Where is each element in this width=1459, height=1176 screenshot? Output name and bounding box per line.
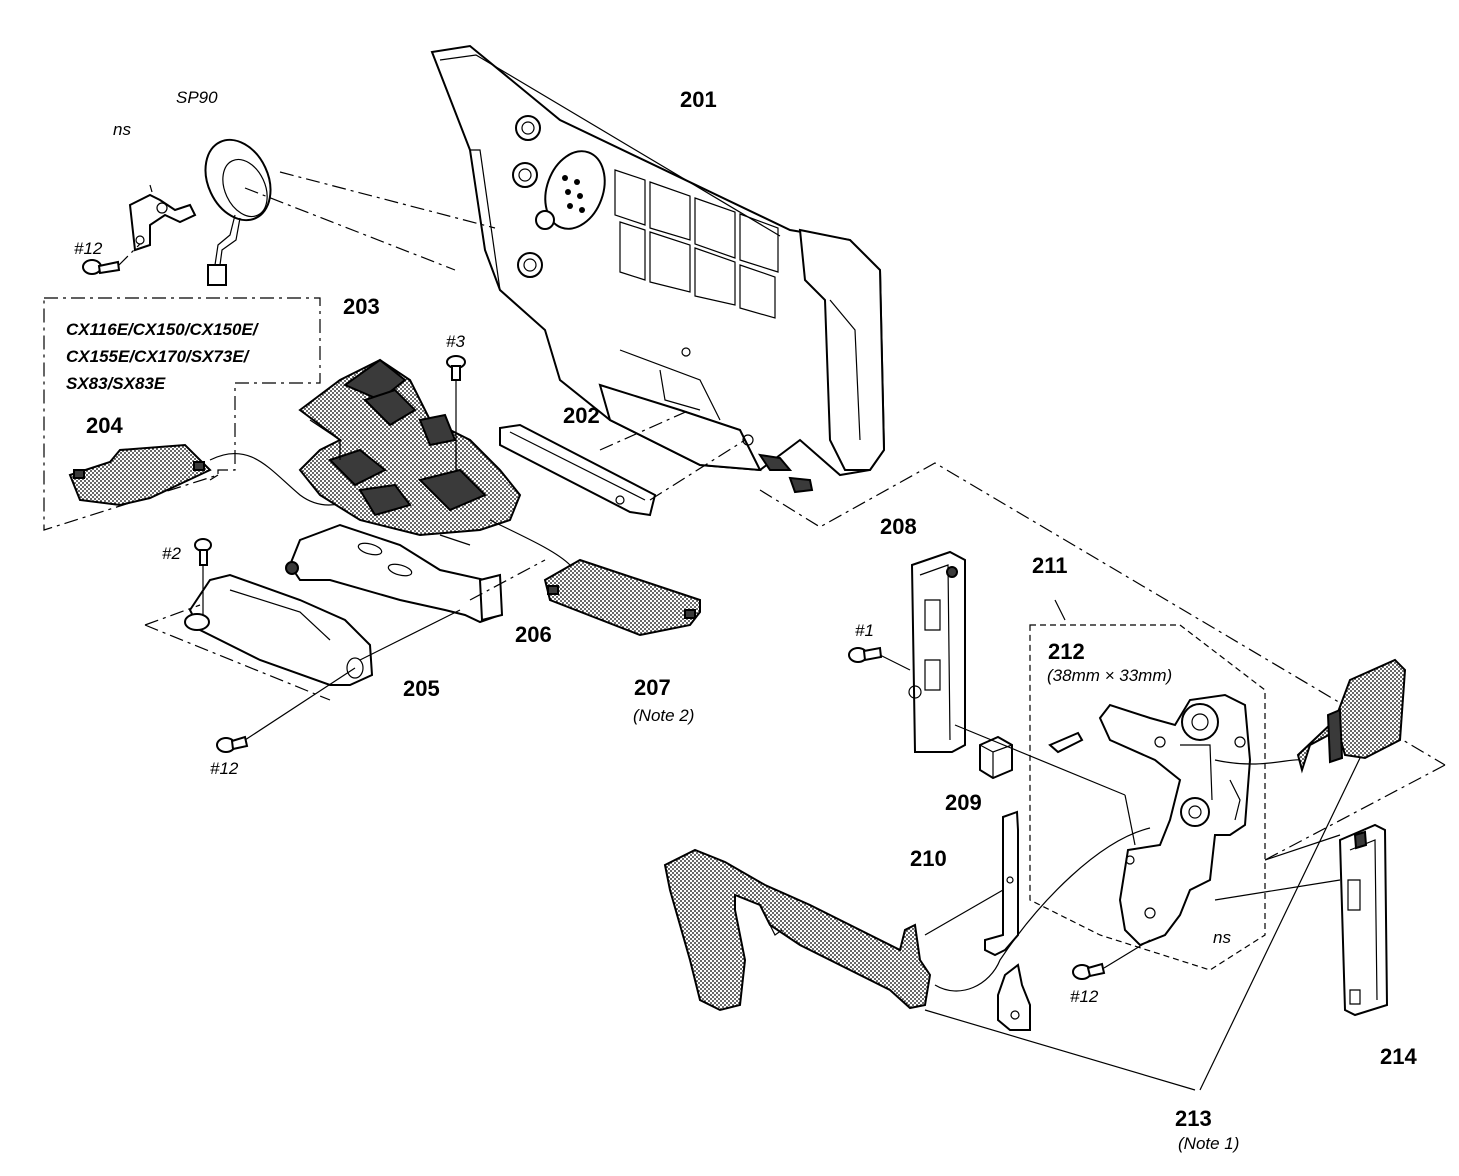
part-label-207: 207 [634, 675, 671, 700]
part-label-203: 203 [343, 294, 380, 319]
part-label-206: 206 [515, 622, 552, 647]
part-207-board [545, 560, 700, 635]
model-line-3: SX83/SX83E [66, 374, 166, 393]
label-screw-3: #3 [446, 332, 465, 351]
part-208-holder [909, 552, 965, 752]
part-204-board [70, 445, 210, 505]
hinge-group-frame [1030, 625, 1265, 970]
part-label-202: 202 [563, 403, 600, 428]
screw-12-top [83, 260, 119, 274]
part-label-208: 208 [880, 514, 917, 539]
part-214-cover [1340, 825, 1387, 1015]
part-label-210: 210 [910, 846, 947, 871]
model-line-2: CX155E/CX170/SX73E/ [66, 347, 249, 366]
part-210-bracket [985, 812, 1030, 1030]
part-label-201: 201 [680, 87, 717, 112]
model-variant-box [44, 298, 320, 530]
speaker-grille-dots [562, 175, 585, 213]
part-ns-bracket-top [130, 185, 195, 250]
note-207: (Note 2) [633, 706, 695, 725]
label-screw-12-top: #12 [74, 239, 103, 258]
screw-2 [195, 539, 211, 565]
screw-12-right [1073, 964, 1104, 979]
part-label-211: 211 [1032, 553, 1068, 578]
label-ns-right: ns [1213, 928, 1231, 947]
part-label-205: 205 [403, 676, 440, 701]
part-label-209: 209 [945, 790, 982, 815]
label-sp90: SP90 [176, 88, 218, 107]
part-201-cabinet [432, 46, 884, 492]
part-label-212: 212 [1048, 639, 1085, 664]
label-screw-12-right: #12 [1070, 987, 1099, 1006]
note-213: (Note 1) [1178, 1134, 1240, 1153]
screw-1 [849, 648, 881, 662]
part-202-slider [500, 425, 655, 515]
part-label-204: 204 [86, 413, 123, 438]
part-212-sheet [1050, 733, 1082, 752]
part-205-holder [185, 575, 372, 685]
part-206-bracket [286, 525, 502, 622]
part-sp90-speaker [193, 129, 283, 285]
model-line-1: CX116E/CX150/CX150E/ [66, 320, 258, 339]
label-screw-12-bottom: #12 [210, 759, 239, 778]
cabinet-grid [615, 170, 778, 318]
part-label-213: 213 [1175, 1106, 1212, 1131]
label-screw-1: #1 [855, 621, 874, 640]
part-label-214: 214 [1380, 1044, 1417, 1069]
size-212: (38mm × 33mm) [1047, 666, 1173, 685]
part-213-flex-right [1298, 660, 1405, 770]
label-screw-2: #2 [162, 544, 181, 563]
part-211-hinge [1100, 695, 1250, 945]
part-213-flex [665, 850, 930, 1010]
screw-12-bottom-left [217, 737, 247, 752]
part-203-board [300, 360, 520, 545]
part-209-block [980, 737, 1012, 778]
label-ns-top: ns [113, 120, 131, 139]
screw-3 [447, 356, 465, 380]
